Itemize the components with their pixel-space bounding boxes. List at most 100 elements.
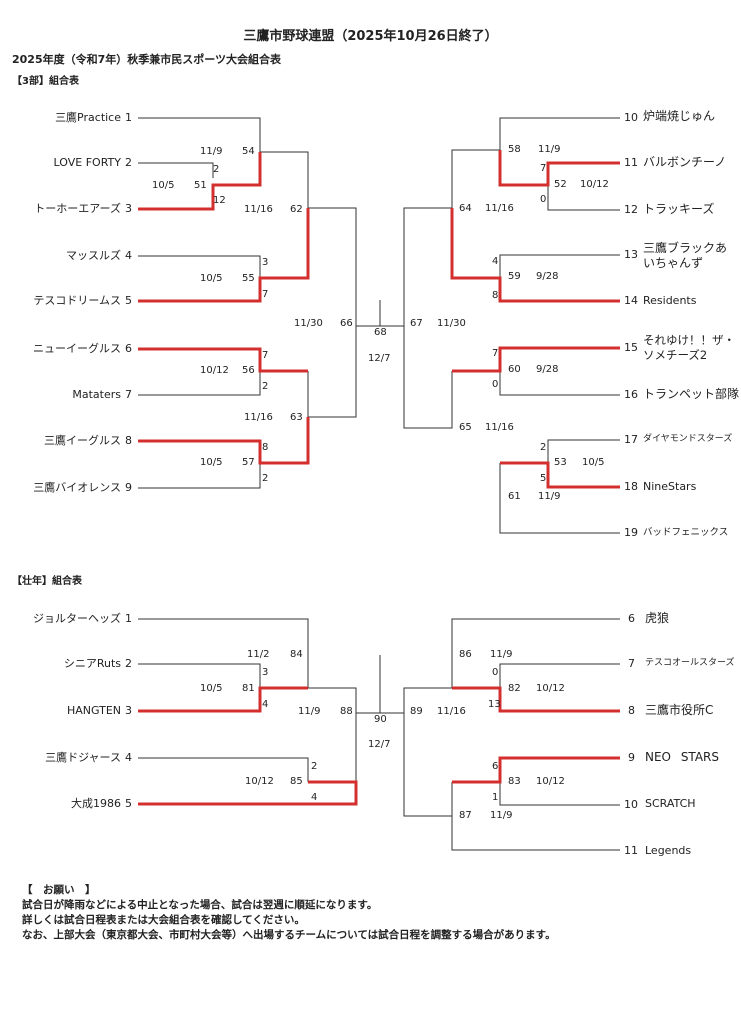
- tournament-subtitle: 2025年度（令和7年）秋季兼市民スポーツ大会組合表: [12, 53, 282, 66]
- match-label: 10/5: [582, 457, 605, 468]
- match-label: 11/9: [538, 491, 561, 502]
- bracket-line: [499, 463, 620, 534]
- match-label: 10/12: [200, 365, 229, 376]
- score: 0: [540, 194, 547, 205]
- team-name: 炉端焼じゅん: [643, 109, 716, 123]
- division3-heading: 【3部】組合表: [12, 76, 79, 87]
- match-label: 61: [508, 491, 521, 502]
- team-name: シニアRuts: [63, 657, 121, 670]
- match-label: 59: [508, 271, 521, 282]
- bracket-line: [547, 185, 620, 211]
- team-name: テスコドリームス: [33, 294, 121, 307]
- team-number: 6: [628, 612, 635, 625]
- team-number: 4: [125, 249, 132, 262]
- score: 7: [492, 348, 499, 359]
- match-label: 85: [290, 776, 303, 787]
- notes-line: 詳しくは試合日程表または大会組合表を確認してください。: [22, 914, 305, 926]
- final-match-label: 68: [374, 327, 387, 338]
- match-label: 83: [508, 776, 521, 787]
- winner-line: [452, 686, 620, 713]
- team-name: バッドフェニックス: [643, 527, 729, 538]
- match-label: 57: [242, 457, 255, 468]
- team-number: 16: [624, 388, 638, 401]
- page-title: 三鷹市野球連盟（2025年10月26日終了）: [243, 29, 498, 44]
- score: 13: [488, 699, 501, 710]
- team-name: HANGTEN: [66, 704, 121, 717]
- score: 3: [262, 667, 269, 678]
- elder-heading: 【壮年】組合表: [12, 576, 82, 587]
- bracket-line: [499, 117, 620, 150]
- score: 7: [262, 289, 269, 300]
- bracket-line: [451, 816, 620, 851]
- team-name: 三鷹ブラックあいちゃんず: [643, 241, 728, 270]
- score: 0: [492, 667, 499, 678]
- team-name: NEO STARS: [645, 750, 719, 764]
- winner-line: [500, 461, 620, 489]
- team-number: 5: [125, 797, 132, 810]
- score: 7: [262, 350, 269, 361]
- team-name: SCRATCH: [645, 797, 696, 810]
- team-number: 6: [125, 342, 132, 355]
- team-number: 12: [624, 203, 638, 216]
- final-date-label: 12/7: [368, 353, 391, 364]
- winner-line: [138, 686, 308, 713]
- team-name: テスコオールスターズ: [645, 658, 735, 668]
- team-number: 3: [125, 704, 132, 717]
- match-label: 10/5: [200, 273, 223, 284]
- match-label: 11/16: [437, 706, 466, 717]
- final-date-label: 12/7: [368, 739, 391, 750]
- match-label: 87: [459, 810, 472, 821]
- match-label: 10/12: [580, 179, 609, 190]
- winner-line: [452, 756, 620, 784]
- match-label: 81: [242, 683, 255, 694]
- match-label: 67: [410, 318, 423, 329]
- score: 1: [492, 792, 499, 803]
- match-label: 11/16: [244, 412, 273, 423]
- match-label: 62: [290, 204, 303, 215]
- match-label: 10/12: [245, 776, 274, 787]
- bracket-line: [308, 207, 380, 327]
- team-number: 9: [125, 481, 132, 494]
- match-label: 10/5: [200, 683, 223, 694]
- team-name: それゆけ！！ザ・ソメチーズ2: [643, 333, 735, 362]
- score: 5: [540, 473, 547, 484]
- team-name: トランペット部隊: [643, 387, 740, 401]
- winner-line: [138, 152, 262, 211]
- bracket-line: [138, 663, 261, 688]
- bracket-line: [499, 371, 620, 396]
- team-number: 8: [125, 434, 132, 447]
- bracket-line: [499, 663, 620, 688]
- match-label: 9/28: [536, 271, 559, 282]
- team-number: 13: [624, 248, 638, 261]
- team-name: NineStars: [643, 480, 697, 493]
- team-name: Mataters: [72, 388, 121, 401]
- team-name: LOVE FORTY: [53, 156, 121, 169]
- match-label: 11/16: [244, 204, 273, 215]
- notes-heading: 【 お願い 】: [22, 884, 96, 896]
- team-name: 三鷹ドジャース: [45, 751, 121, 764]
- team-number: 7: [125, 388, 132, 401]
- match-label: 11/16: [485, 422, 514, 433]
- match-label: 11/9: [298, 706, 321, 717]
- match-label: 11/9: [538, 144, 561, 155]
- match-label: 60: [508, 364, 521, 375]
- score: 4: [262, 699, 269, 710]
- bracket-line: [260, 151, 309, 208]
- team-name: 三鷹バイオレンス: [33, 481, 121, 494]
- bracket-line: [138, 757, 309, 782]
- team-name: トラッキーズ: [643, 202, 715, 216]
- match-label: 55: [242, 273, 255, 284]
- bracket-line: [499, 782, 620, 806]
- team-name: ニューイーグルス: [33, 342, 121, 355]
- winner-line: [138, 347, 308, 373]
- team-name: Residents: [643, 294, 697, 307]
- winner-line: [138, 417, 310, 465]
- team-name: 三鷹イーグルス: [44, 434, 121, 447]
- bracket-line: [138, 162, 214, 178]
- team-number: 3: [125, 202, 132, 215]
- match-label: 11/2: [247, 649, 270, 660]
- team-number: 15: [624, 341, 638, 354]
- team-number: 11: [624, 844, 638, 857]
- team-name: トーホーエアーズ: [34, 202, 121, 215]
- match-label: 11/16: [485, 203, 514, 214]
